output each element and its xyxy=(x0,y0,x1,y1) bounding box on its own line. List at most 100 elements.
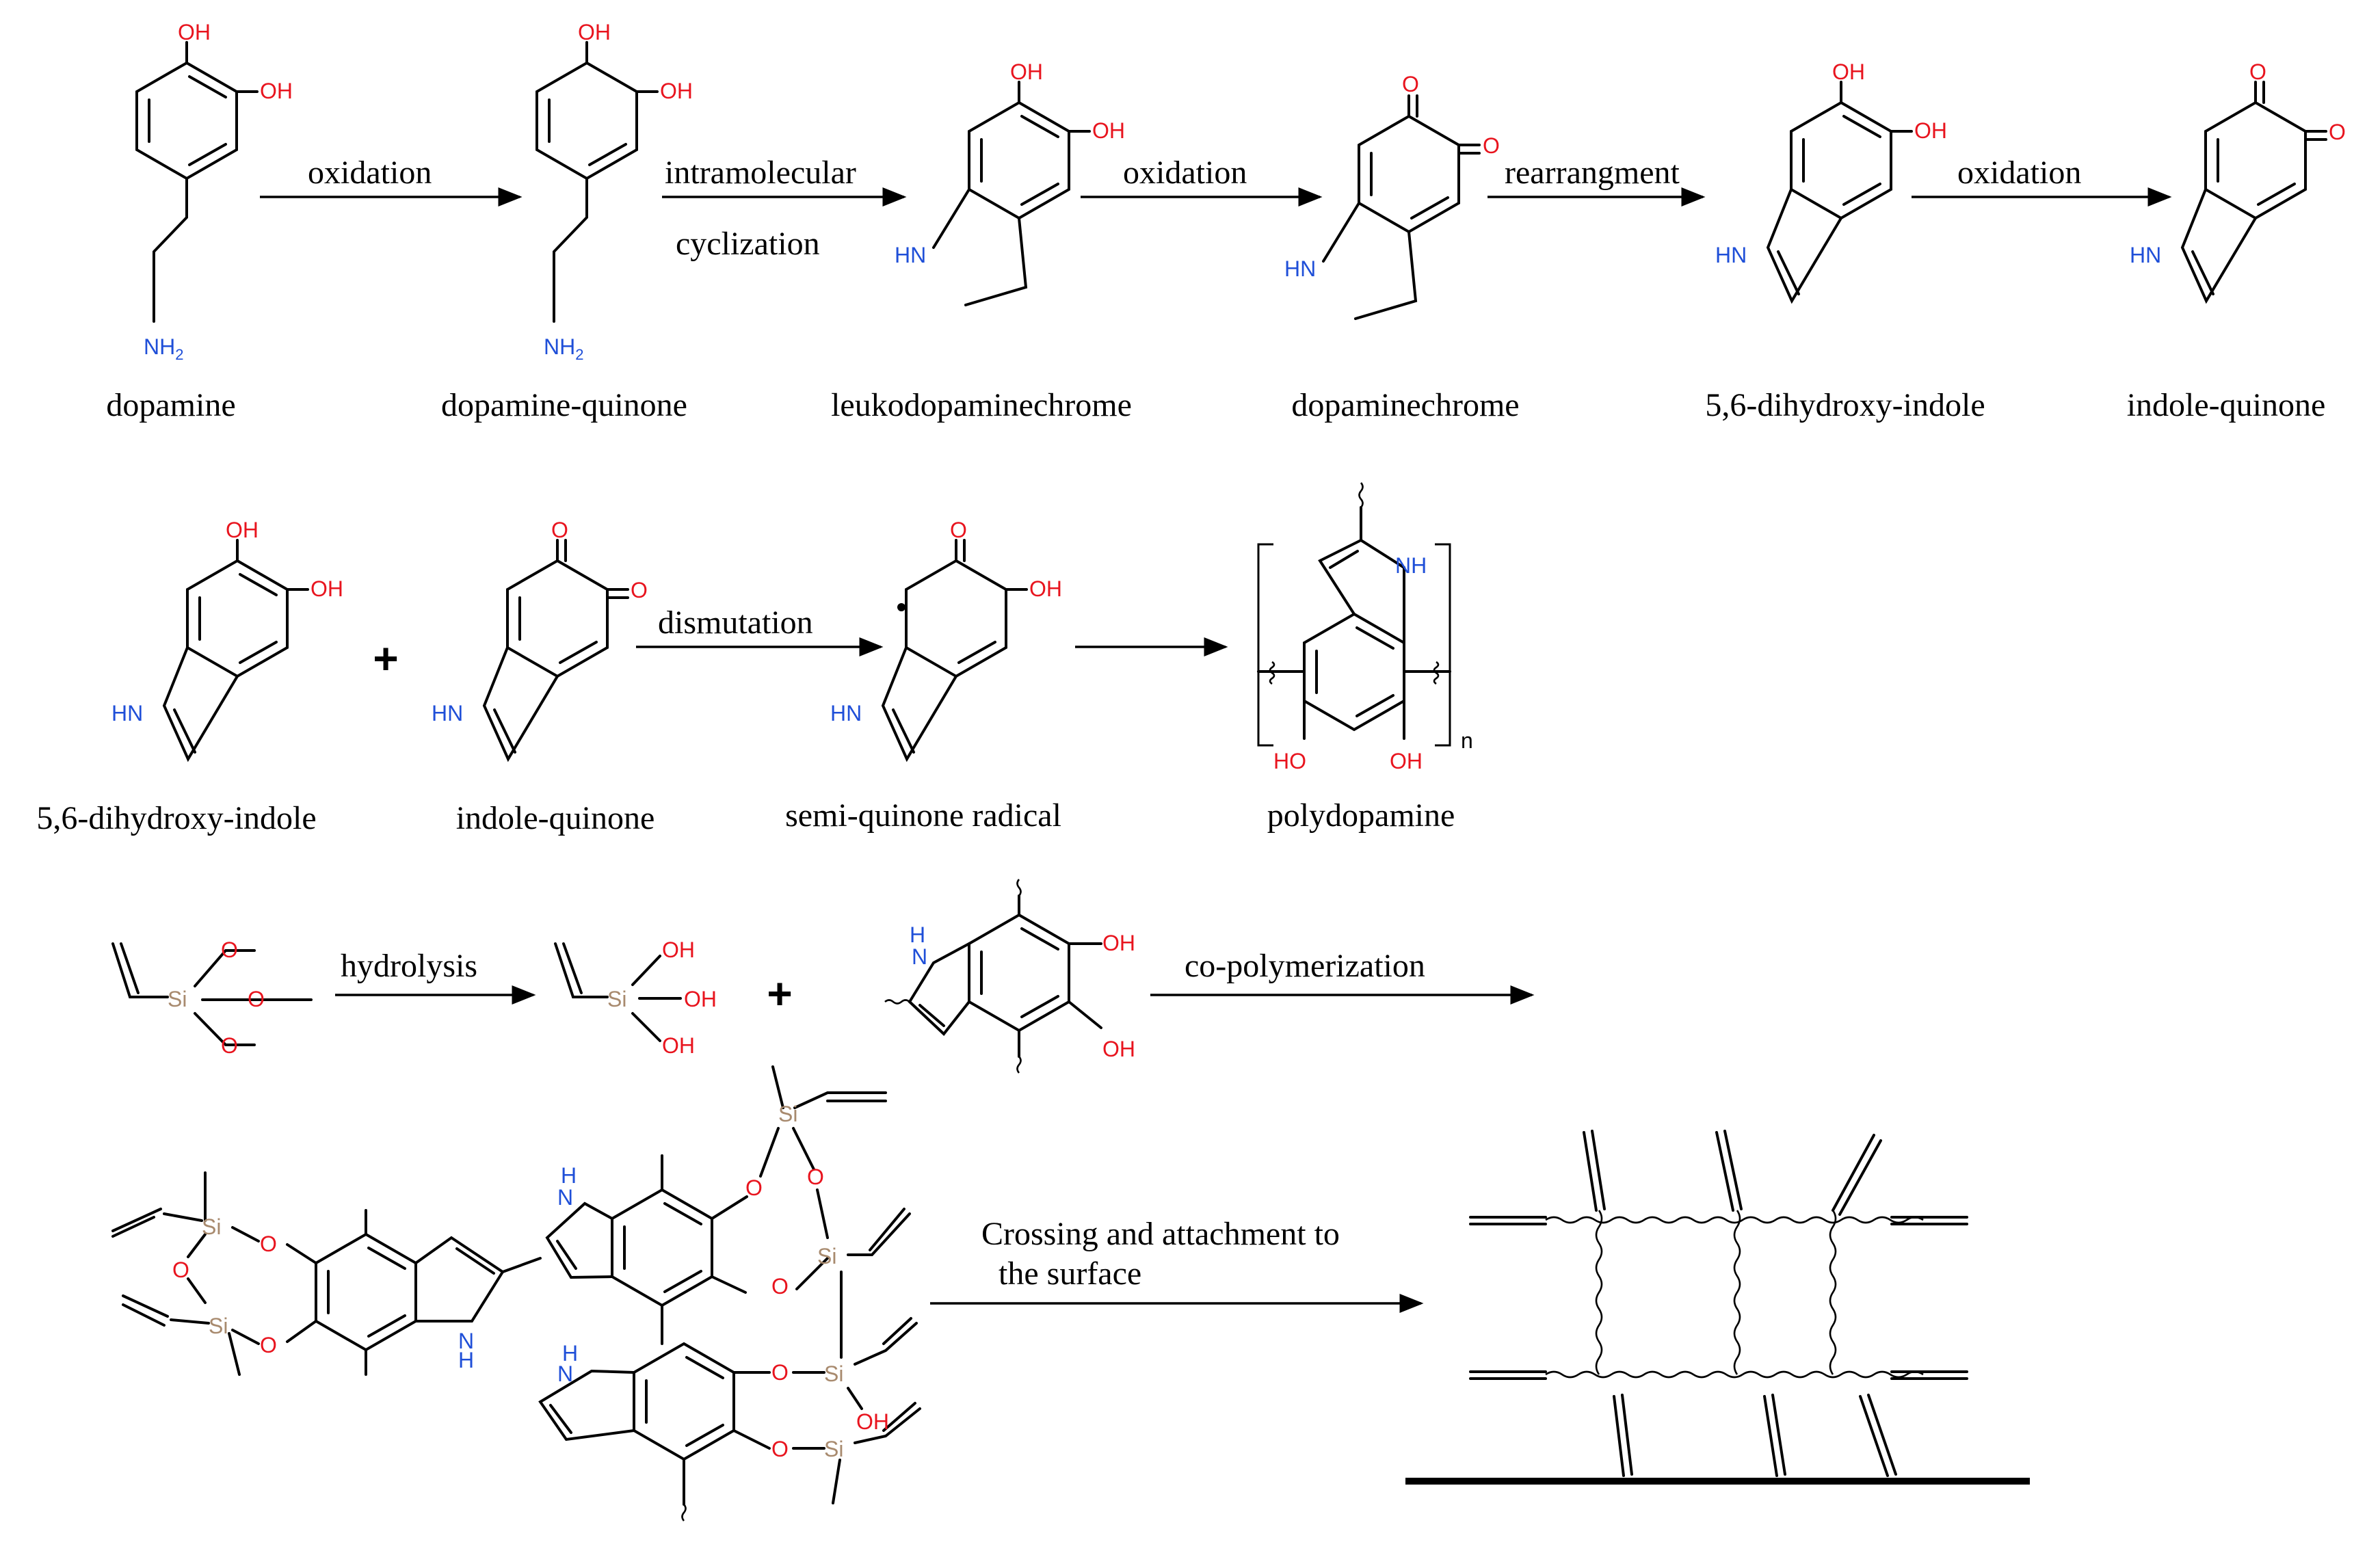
arrow-label: Crossing and attachment to xyxy=(981,1216,1340,1252)
nh-label: N xyxy=(557,1185,573,1210)
arrow-label: oxidation xyxy=(1957,155,2081,191)
compound-name: 5,6-dihydroxy-indole xyxy=(1705,387,1985,423)
oxygen-label: O xyxy=(771,1437,789,1461)
hydroxyl-label: OH xyxy=(1092,118,1125,143)
hydroxyl-label: OH xyxy=(260,79,293,103)
hydroxyl-label: OH xyxy=(1029,576,1062,601)
nh-label: N xyxy=(458,1329,474,1353)
indole-quinone-structure: O O HN xyxy=(2130,59,2346,304)
compound-name: 5,6-dihydroxy-indole xyxy=(36,800,316,836)
leukodopaminechrome-structure: OH OH HN xyxy=(895,59,1125,306)
oxygen-label: O xyxy=(1402,72,1419,96)
arrow-label: the surface xyxy=(999,1255,1141,1292)
hydroxyl-label: OH xyxy=(662,938,695,962)
silicon-label: Si xyxy=(168,987,187,1011)
compound-name: semi-quinone radical xyxy=(785,797,1061,834)
crosslinked-network xyxy=(1405,1130,2030,1485)
copolymer-structure: N H O O Si Si O H N O O Si O Si H N xyxy=(111,1065,921,1521)
nh-label: H xyxy=(458,1348,474,1372)
arrow-label: cyclization xyxy=(676,226,820,262)
arrow-label: co-polymerization xyxy=(1185,948,1425,984)
hydroxyl-label: OH xyxy=(1914,118,1947,143)
oxygen-label: O xyxy=(221,1033,238,1058)
oxygen-label: O xyxy=(248,987,265,1011)
indole-quinone-structure: O O HN xyxy=(432,518,648,762)
silicon-label: Si xyxy=(607,987,626,1011)
silicon-label: Si xyxy=(824,1437,843,1461)
arrow-label: rearrangment xyxy=(1505,155,1680,191)
arrow-label: intramolecular xyxy=(665,155,856,191)
oxygen-label: O xyxy=(260,1333,277,1357)
radical-dot xyxy=(897,603,905,611)
nh-label: HN xyxy=(432,701,463,726)
silicon-label: Si xyxy=(209,1314,228,1338)
plus-sign: + xyxy=(767,969,792,1018)
hydroxyl-label: OH xyxy=(660,79,693,103)
oxygen-label: O xyxy=(551,518,568,542)
dihydroxyindole-structure: OH OH HN xyxy=(1715,59,1947,304)
hydroxyl-label: OH xyxy=(856,1409,889,1434)
dopaminechrome-structure: O O HN xyxy=(1284,72,1500,320)
nh-label: HN xyxy=(1715,243,1747,267)
silicon-label: Si xyxy=(817,1244,836,1268)
compound-name: polydopamine xyxy=(1267,797,1455,834)
vinylsilanetriol-structure: Si OH OH OH xyxy=(554,938,717,1058)
compound-name: dopamine xyxy=(106,387,235,423)
arrow-label: dismutation xyxy=(658,604,813,641)
arrow-label: oxidation xyxy=(308,155,432,191)
oxygen-label: O xyxy=(221,938,238,962)
hydroxyl-label: OH xyxy=(1102,1037,1135,1061)
oxygen-label: O xyxy=(260,1232,277,1256)
hydroxyl-label: HO xyxy=(1273,749,1306,773)
compound-name: dopamine-quinone xyxy=(441,387,687,423)
silicon-label: Si xyxy=(202,1214,221,1239)
silicon-label: Si xyxy=(824,1361,843,1386)
dopamine-structure: OH OH NH2 xyxy=(135,20,293,363)
polydopamine-structure: NH HO OH n xyxy=(1257,482,1473,773)
compound-name: indole-quinone xyxy=(2127,387,2326,423)
nh-label: HN xyxy=(2130,243,2161,267)
nh-label: HN xyxy=(895,243,926,267)
oxygen-label: O xyxy=(771,1360,789,1385)
vinyltrimethoxysilane-structure: Si O O O xyxy=(111,938,313,1058)
nh-label: H xyxy=(910,922,925,947)
compound-name: leukodopaminechrome xyxy=(831,387,1132,423)
nh-label: H xyxy=(561,1163,577,1188)
hydroxyl-label: OH xyxy=(226,518,259,542)
semi-quinone-radical-structure: O OH HN xyxy=(830,518,1062,762)
oxygen-label: O xyxy=(771,1274,789,1299)
compound-name: dopaminechrome xyxy=(1291,387,1519,423)
repeat-subscript: n xyxy=(1461,728,1473,753)
oxygen-label: O xyxy=(172,1258,189,1282)
dihydroxyindole-unit-structure: H N OH OH xyxy=(884,879,1135,1074)
oxygen-label: O xyxy=(2249,59,2266,84)
nh-label: HN xyxy=(111,701,143,726)
arrow-label: hydrolysis xyxy=(341,948,477,984)
plus-sign: + xyxy=(373,634,398,683)
hydroxyl-label: OH xyxy=(1010,59,1043,84)
silicon-label: Si xyxy=(778,1102,797,1126)
oxygen-label: O xyxy=(745,1175,763,1200)
compound-name: indole-quinone xyxy=(456,800,655,836)
amine-label: NH2 xyxy=(144,334,183,363)
hydroxyl-label: OH xyxy=(578,20,611,44)
hydroxyl-label: OH xyxy=(1102,931,1135,955)
arrow-label: oxidation xyxy=(1123,155,1247,191)
hydroxyl-label: OH xyxy=(310,576,343,601)
amine-label: NH2 xyxy=(544,334,583,363)
oxygen-label: O xyxy=(2329,120,2346,144)
oxygen-label: O xyxy=(1483,133,1500,158)
nh-label: HN xyxy=(830,701,862,726)
hydroxyl-label: OH xyxy=(1832,59,1865,84)
hydroxyl-label: OH xyxy=(178,20,211,44)
nh-label: N xyxy=(912,944,927,969)
hydroxyl-label: OH xyxy=(662,1033,695,1058)
hydroxyl-label: OH xyxy=(1390,749,1423,773)
oxygen-label: O xyxy=(631,578,648,602)
hydroxyl-label: OH xyxy=(684,987,717,1011)
dopamine-quinone-structure: OH OH NH2 xyxy=(536,20,693,363)
nh-label: NH xyxy=(1395,553,1427,578)
nh-label: H xyxy=(562,1341,578,1366)
oxygen-label: O xyxy=(807,1165,824,1189)
